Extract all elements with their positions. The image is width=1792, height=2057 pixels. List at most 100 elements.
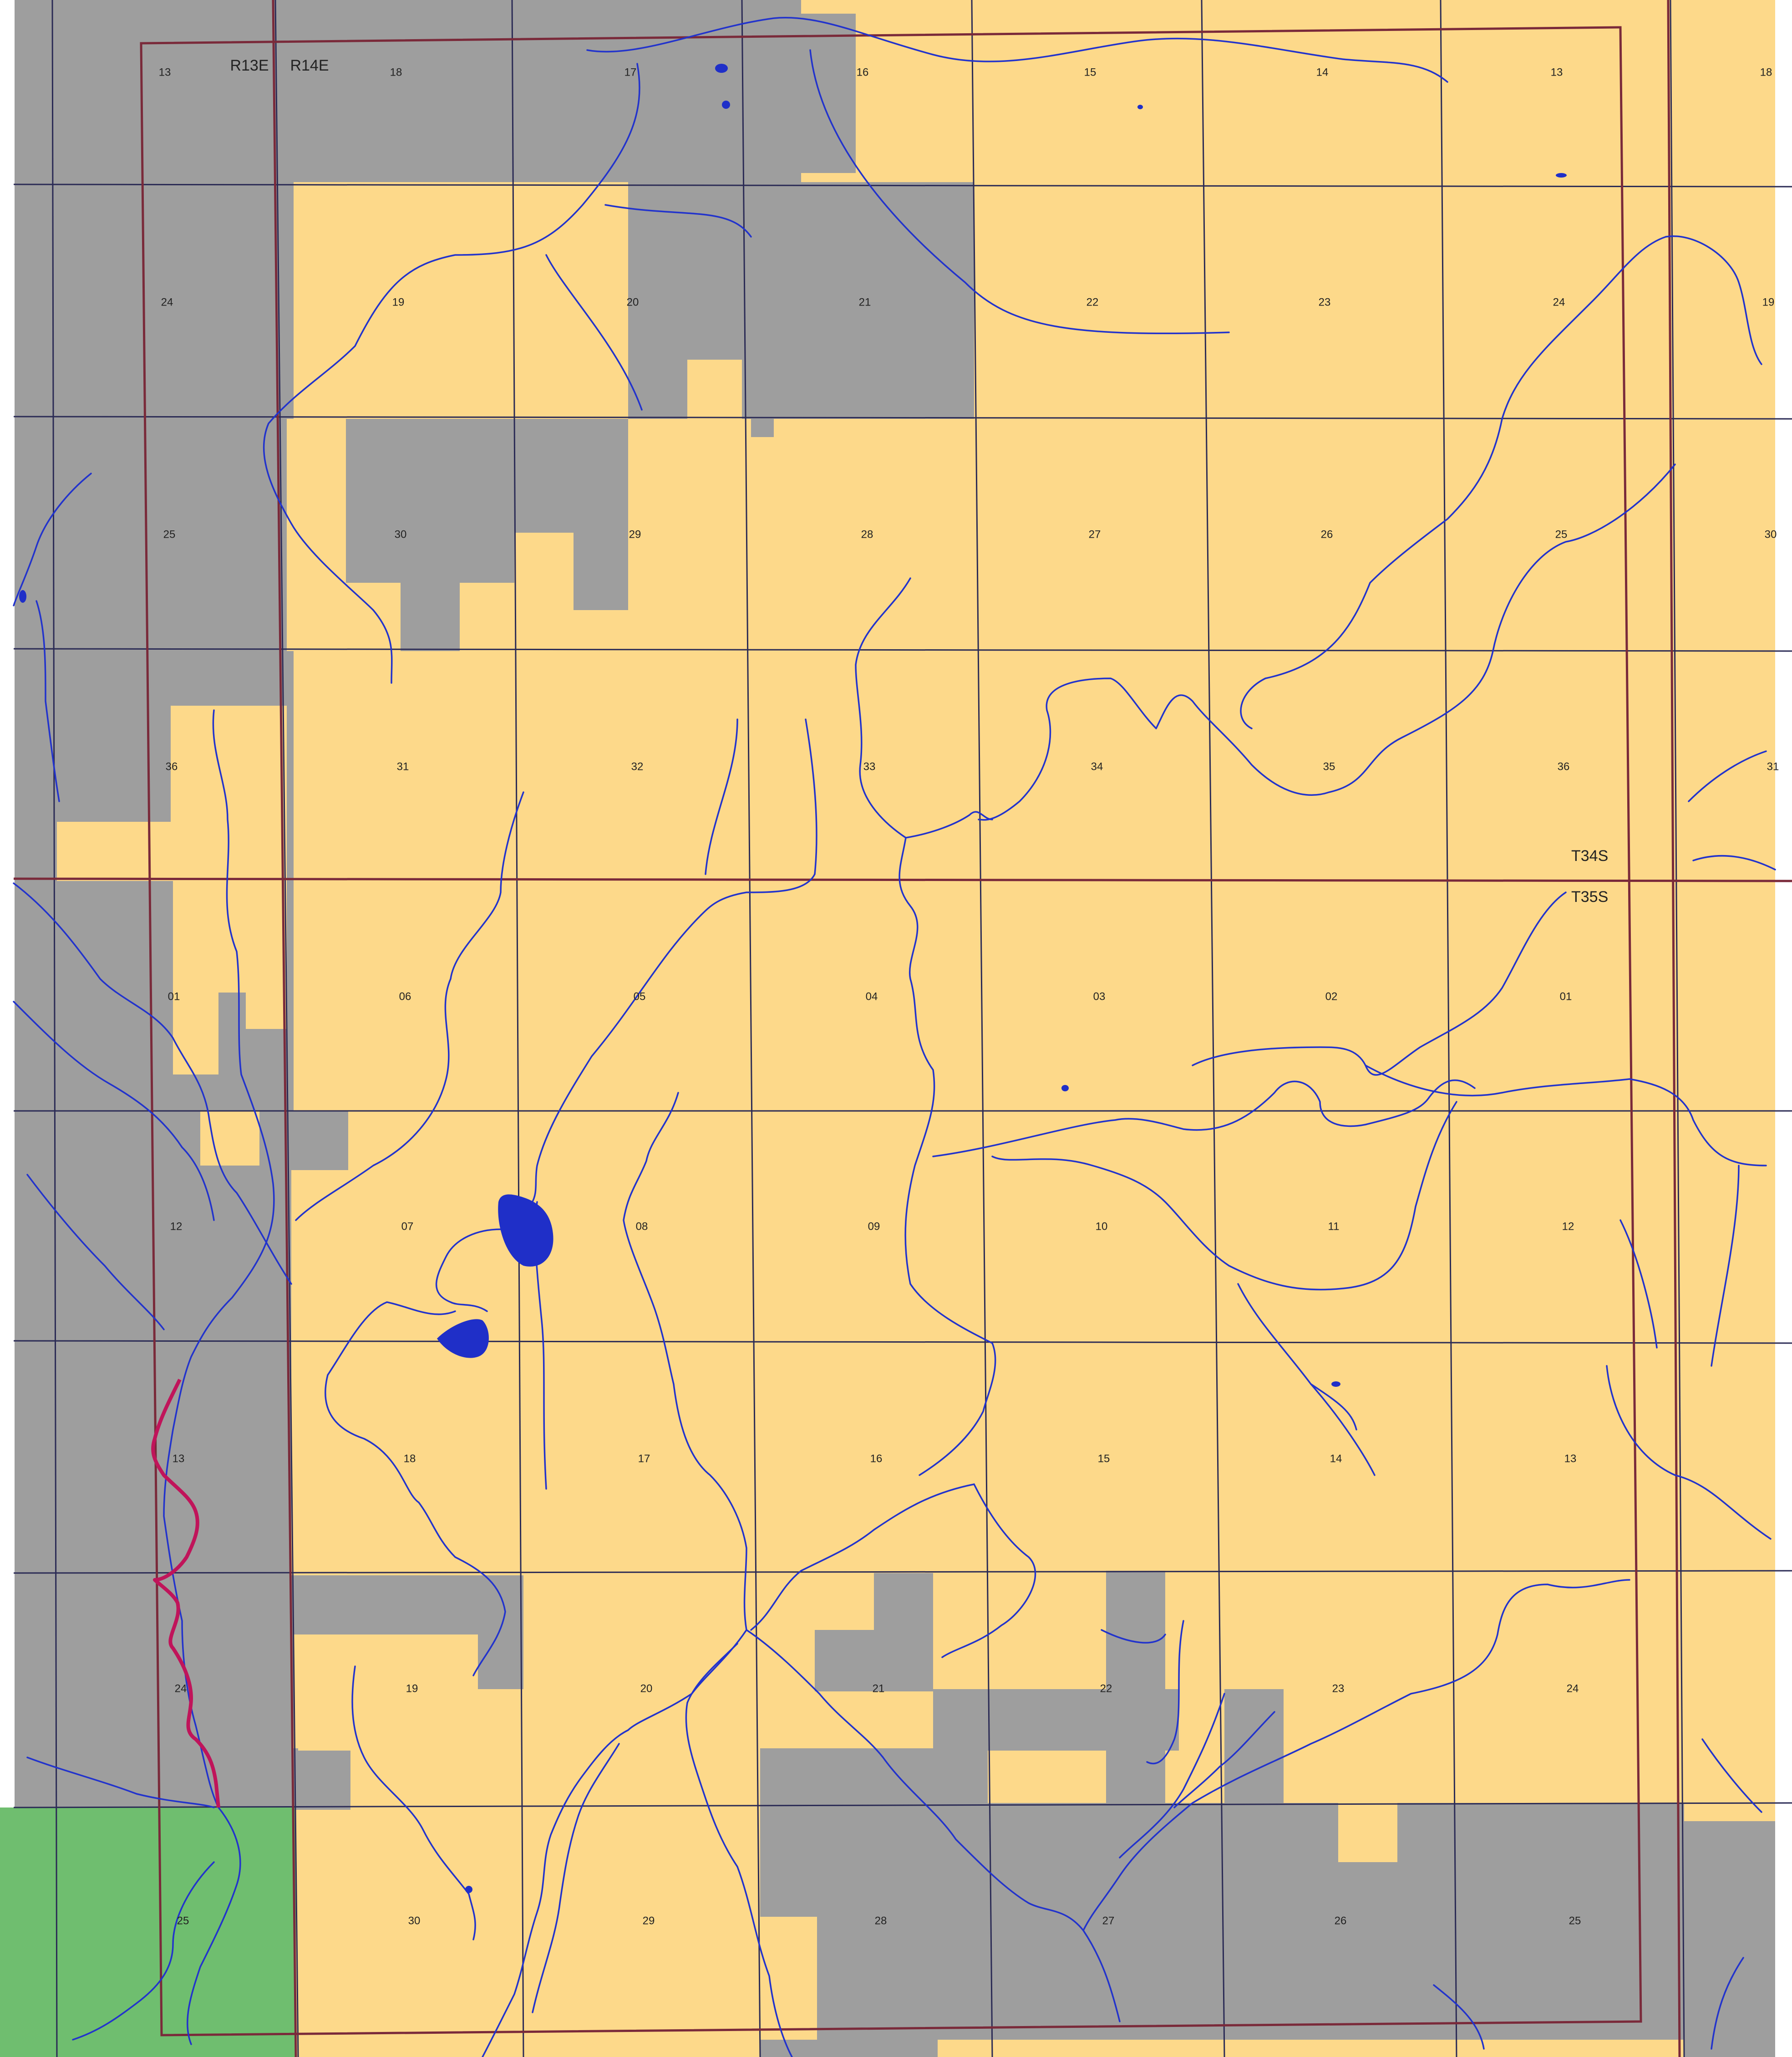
grid-line [274,0,299,2057]
section-number: 19 [1762,296,1775,308]
grid-line [13,1570,1792,1574]
water-body-icon [1137,105,1143,109]
stream-line [1711,1957,1744,2050]
section-number: 05 [634,990,646,1003]
section-number: 22 [1100,1682,1112,1695]
public-parcel [171,706,287,824]
stream-line [1665,235,1762,365]
section-grid-vertical [51,0,1685,2057]
stream-line [932,1079,1476,1157]
section-number: 34 [1091,760,1103,773]
stream-line [1119,1693,1225,1858]
section-number: 27 [1102,1914,1115,1927]
water-bodies [19,64,1567,1893]
section-number: 29 [629,528,641,540]
stream-line [700,718,817,916]
township-labels: T34S T35S [1571,847,1608,906]
grid-line [13,1340,1792,1344]
section-number: 32 [631,760,644,773]
private-parcel [346,469,628,583]
section-number: 21 [859,296,871,308]
stream-line [500,914,702,1230]
section-number: 30 [1765,528,1777,540]
stream-line [263,63,640,684]
section-number: 26 [1335,1914,1347,1927]
water-body-icon [722,101,730,109]
grid-line [13,183,1792,188]
stream-line [1240,236,1667,729]
section-number: 24 [175,1682,187,1695]
stream-line [1433,1984,1485,2050]
stream-line [623,1092,747,1731]
range-label: R13E [230,57,269,74]
public-parcel [173,879,287,993]
stream-line [1688,750,1767,802]
private-parcel [742,182,974,419]
private-parcel [478,1575,523,1689]
section-number: 17 [638,1452,650,1465]
water-body-icon [715,64,728,73]
water-body-icon [1331,1381,1340,1387]
stream-line [26,1174,165,1330]
section-number: 16 [857,66,869,78]
public-parcel [628,419,746,656]
section-number: 04 [866,990,878,1003]
public-parcel [291,1170,300,1575]
grid-line [971,0,993,2057]
public-parcel [1338,1803,1397,1862]
grid-line [13,1802,1792,1808]
section-number: 27 [1089,528,1101,540]
section-number: 24 [161,296,173,308]
stream-line [941,1483,1036,1658]
stream-line [436,1228,502,1312]
stream-line [163,709,275,1808]
stream-line [1101,1629,1166,1644]
grid-line [741,0,761,2057]
stream-line [1692,855,1776,871]
grid-line [1440,0,1457,2057]
section-number: 14 [1330,1452,1342,1465]
stream-line [1192,891,1567,1076]
section-number: 20 [640,1682,653,1695]
stream-line [809,49,1230,335]
public-parcel [57,822,287,881]
range-label: R14E [290,57,329,74]
stream-line [978,463,1676,821]
private-parcel [291,1111,348,1170]
public-parcel [460,592,574,651]
county-line [151,1379,220,1808]
map-margin-right [1775,0,1792,2057]
stream-line [1711,1165,1740,1367]
grid-line [1670,0,1685,2057]
section-number: 15 [1098,1452,1110,1465]
range-line [272,0,297,2057]
section-number: 19 [392,296,405,308]
section-number: 18 [390,66,402,78]
stream-line [1082,1579,1630,1931]
section-number: 15 [1084,66,1097,78]
section-number: 12 [170,1220,183,1232]
section-number: 13 [173,1452,185,1465]
water-body-icon [19,590,26,603]
section-number: 08 [636,1220,648,1232]
range-labels: R13E R14E [230,57,329,74]
section-number: 13 [1551,66,1563,78]
range-line [1667,0,1681,2057]
section-number: 30 [395,528,407,540]
stream-line [1701,1738,1762,1813]
section-number: 25 [177,1914,189,1927]
section-number: 31 [397,760,409,773]
stream-line [72,1861,215,2041]
other-agency-parcel [0,1808,296,2057]
section-number: 03 [1093,990,1106,1003]
section-number: 35 [1323,760,1335,773]
public-parcel [246,993,287,1029]
section-number: 24 [1567,1682,1579,1695]
township-label: T35S [1571,888,1608,906]
map-margin-left [0,0,15,1808]
stream-line [746,1629,1121,2022]
private-parcel [815,1630,933,1691]
section-number: 23 [1319,296,1331,308]
section-number: 24 [1553,296,1565,308]
